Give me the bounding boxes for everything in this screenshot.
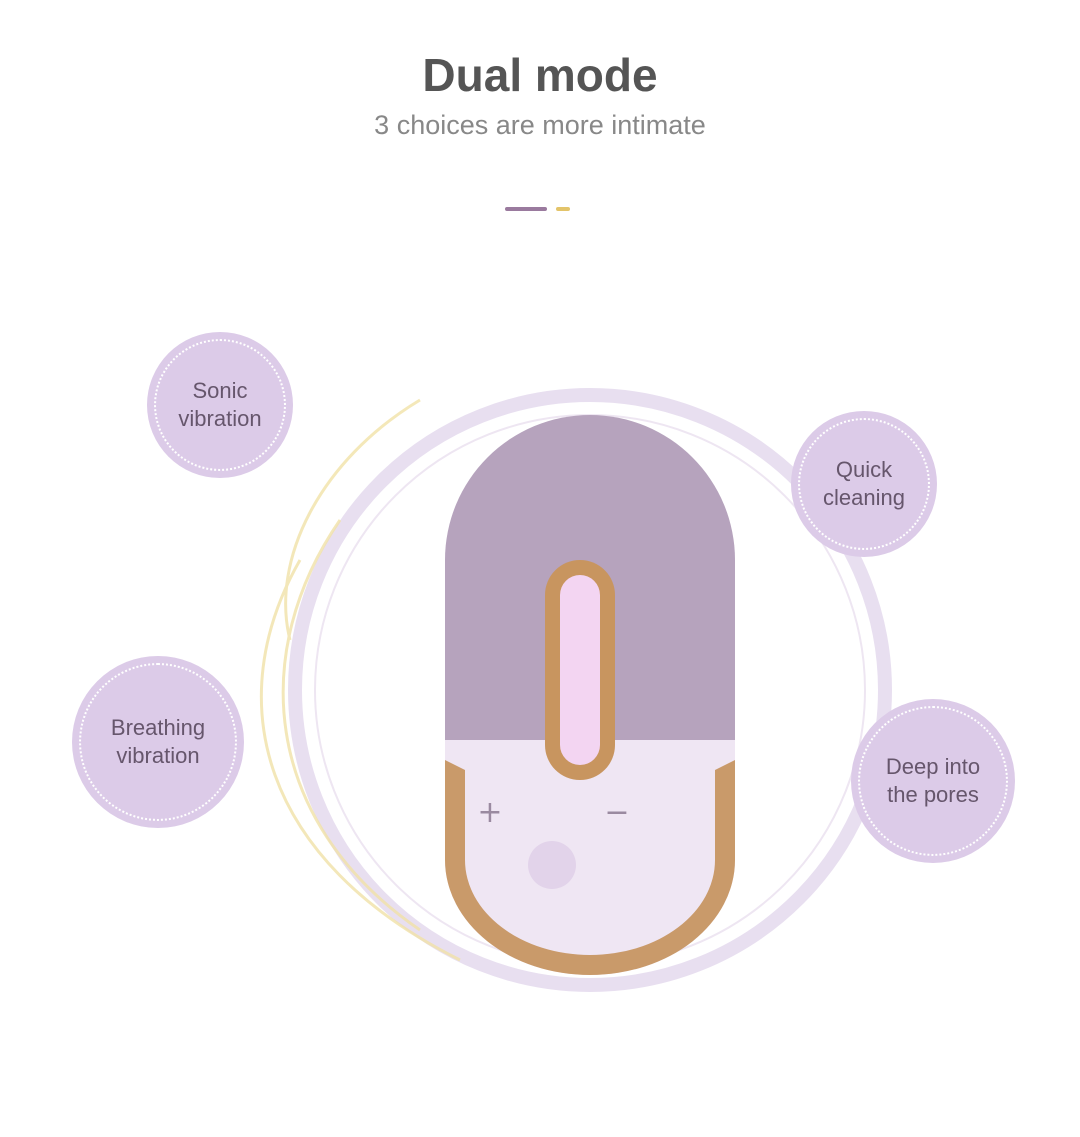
divider-gold [556, 207, 570, 211]
feature-breathing-vibration: Breathing vibration [72, 656, 244, 828]
feature-line: vibration [178, 406, 262, 431]
feature-line: Deep into [885, 754, 981, 779]
cleansing-device: + − [445, 415, 735, 975]
svg-text:+: + [477, 795, 502, 830]
feature-line: Sonic [192, 378, 248, 403]
svg-text:−: − [604, 795, 629, 830]
page-title: Dual mode [422, 49, 658, 101]
divider-purple [505, 207, 547, 211]
feature-quick-cleaning: Quick cleaning [791, 411, 937, 557]
feature-sonic-vibration: Sonic vibration [147, 332, 293, 478]
feature-line: Breathing [110, 715, 206, 740]
feature-line: cleaning [823, 485, 905, 510]
page-subtitle: 3 choices are more intimate [374, 110, 706, 140]
feature-line: vibration [116, 743, 200, 768]
feature-line: the pores [887, 782, 979, 807]
feature-line: Quick [835, 457, 893, 482]
feature-deep-into-pores: Deep into the pores [851, 699, 1015, 863]
swirl-lines [259, 398, 461, 962]
